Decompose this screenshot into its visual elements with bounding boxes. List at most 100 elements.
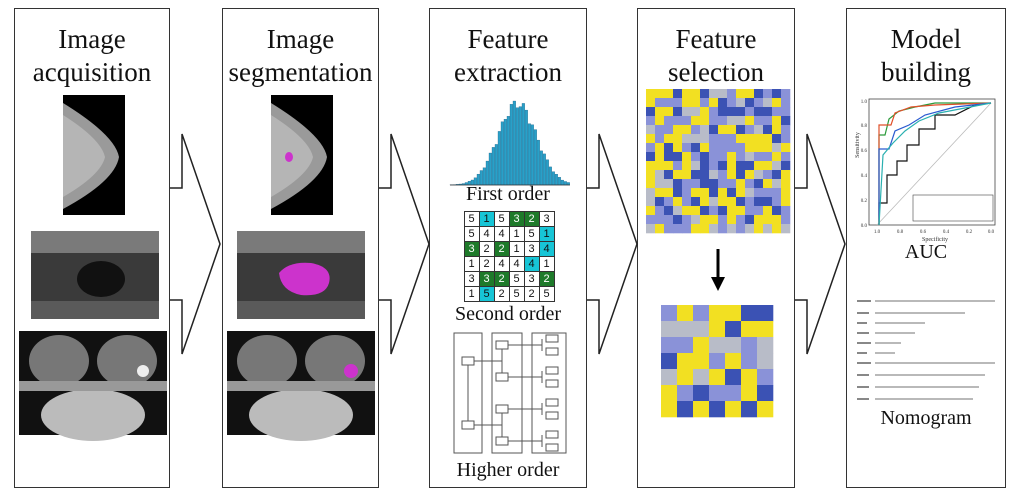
heatmap-cell (727, 107, 737, 117)
heatmap-cell (781, 215, 791, 225)
histogram-bar (521, 103, 525, 186)
heatmap-cell (736, 197, 746, 207)
heatmap-cell (682, 179, 692, 189)
heatmap-cell (725, 401, 742, 418)
heatmap-cell (741, 369, 758, 386)
heatmap-cell (741, 305, 758, 322)
heatmap-cell (646, 125, 656, 135)
heatmap-cell (781, 134, 791, 144)
heatmap-cell (646, 89, 656, 99)
heatmap-cell (673, 215, 683, 225)
heatmap-cell (763, 161, 773, 171)
matrix-cell: 4 (508, 255, 525, 272)
heatmap-cell (664, 89, 674, 99)
heatmap-cell (682, 224, 692, 234)
histogram-bar (506, 116, 510, 186)
heatmap-cell (661, 321, 678, 338)
heatmap-cell (655, 224, 665, 234)
matrix-cell: 4 (493, 255, 510, 272)
histogram-bar (542, 153, 546, 186)
heatmap-cell (757, 337, 774, 354)
heatmap-cell (754, 170, 764, 180)
heatmap-cell (709, 170, 719, 180)
roc-xtick: 0.4 (943, 230, 950, 235)
roc-xtick: 0.6 (920, 230, 927, 235)
heatmap-cell (677, 401, 694, 418)
heatmap-cell (691, 107, 701, 117)
heatmap-cell (691, 143, 701, 153)
heatmap-cell (709, 353, 726, 370)
heatmap-cell (709, 188, 719, 198)
heatmap-cell (682, 134, 692, 144)
heatmap-cell (693, 353, 710, 370)
heatmap-cell (693, 337, 710, 354)
heatmap-cell (718, 107, 728, 117)
heatmap-cell (781, 206, 791, 216)
heatmap-cell (655, 152, 665, 162)
heatmap-cell (709, 179, 719, 189)
heatmap-cell (691, 161, 701, 171)
heatmap-cell (691, 215, 701, 225)
heatmap-cell (754, 197, 764, 207)
heatmap-cell (727, 134, 737, 144)
heatmap-cell (646, 134, 656, 144)
heatmap-cell (736, 89, 746, 99)
matrix-cell: 3 (538, 210, 555, 227)
heatmap-cell (677, 369, 694, 386)
heatmap-cell (673, 89, 683, 99)
heatmap-cell (718, 215, 728, 225)
histogram-bar (488, 152, 492, 186)
heatmap-cell (781, 179, 791, 189)
heatmap-cell (757, 353, 774, 370)
heatmap-cell (700, 116, 710, 126)
heatmap-cell (709, 89, 719, 99)
heatmap-cell (727, 89, 737, 99)
heatmap-cell (673, 152, 683, 162)
histogram-bar (515, 107, 519, 186)
higher-order-filter-diagram (453, 332, 567, 454)
heatmap-cell (646, 188, 656, 198)
matrix-cell: 4 (478, 225, 495, 242)
heatmap-cell (673, 134, 683, 144)
heatmap-cell (655, 179, 665, 189)
heatmap-cell (736, 170, 746, 180)
heatmap-cell (763, 179, 773, 189)
heatmap-cell (754, 188, 764, 198)
heatmap-cell (646, 206, 656, 216)
heatmap-cell (736, 215, 746, 225)
matrix-cell: 1 (508, 240, 525, 257)
flow-arrow-4 (795, 133, 846, 355)
heatmap-cell (691, 152, 701, 162)
heatmap-cell (673, 125, 683, 135)
heatmap-cell (757, 369, 774, 386)
heatmap-cell (655, 197, 665, 207)
heatmap-cell (682, 152, 692, 162)
heatmap-cell (781, 224, 791, 234)
heatmap-cell (682, 98, 692, 108)
heatmap-cell (700, 206, 710, 216)
matrix-cell: 1 (463, 285, 480, 302)
heatmap-cell (646, 116, 656, 126)
heatmap-cell (691, 89, 701, 99)
heatmap-cell (763, 197, 773, 207)
heatmap-cell (691, 179, 701, 189)
matrix-cell: 1 (463, 255, 480, 272)
heatmap-cell (745, 188, 755, 198)
heatmap-cell (718, 116, 728, 126)
heatmap-cell (754, 98, 764, 108)
heatmap-cell (754, 125, 764, 135)
heatmap-cell (754, 179, 764, 189)
heatmap-cell (725, 337, 742, 354)
matrix-cell: 2 (493, 270, 510, 287)
heatmap-cell (727, 206, 737, 216)
matrix-cell: 5 (508, 285, 525, 302)
heatmap-cell (718, 125, 728, 135)
heatmap-cell (664, 152, 674, 162)
heatmap-cell (772, 206, 782, 216)
heatmap-cell (709, 107, 719, 117)
heatmap-cell (691, 134, 701, 144)
heatmap-cell (725, 305, 742, 322)
heatmap-cell (763, 116, 773, 126)
heatmap-cell (700, 134, 710, 144)
heatmap-cell (736, 152, 746, 162)
